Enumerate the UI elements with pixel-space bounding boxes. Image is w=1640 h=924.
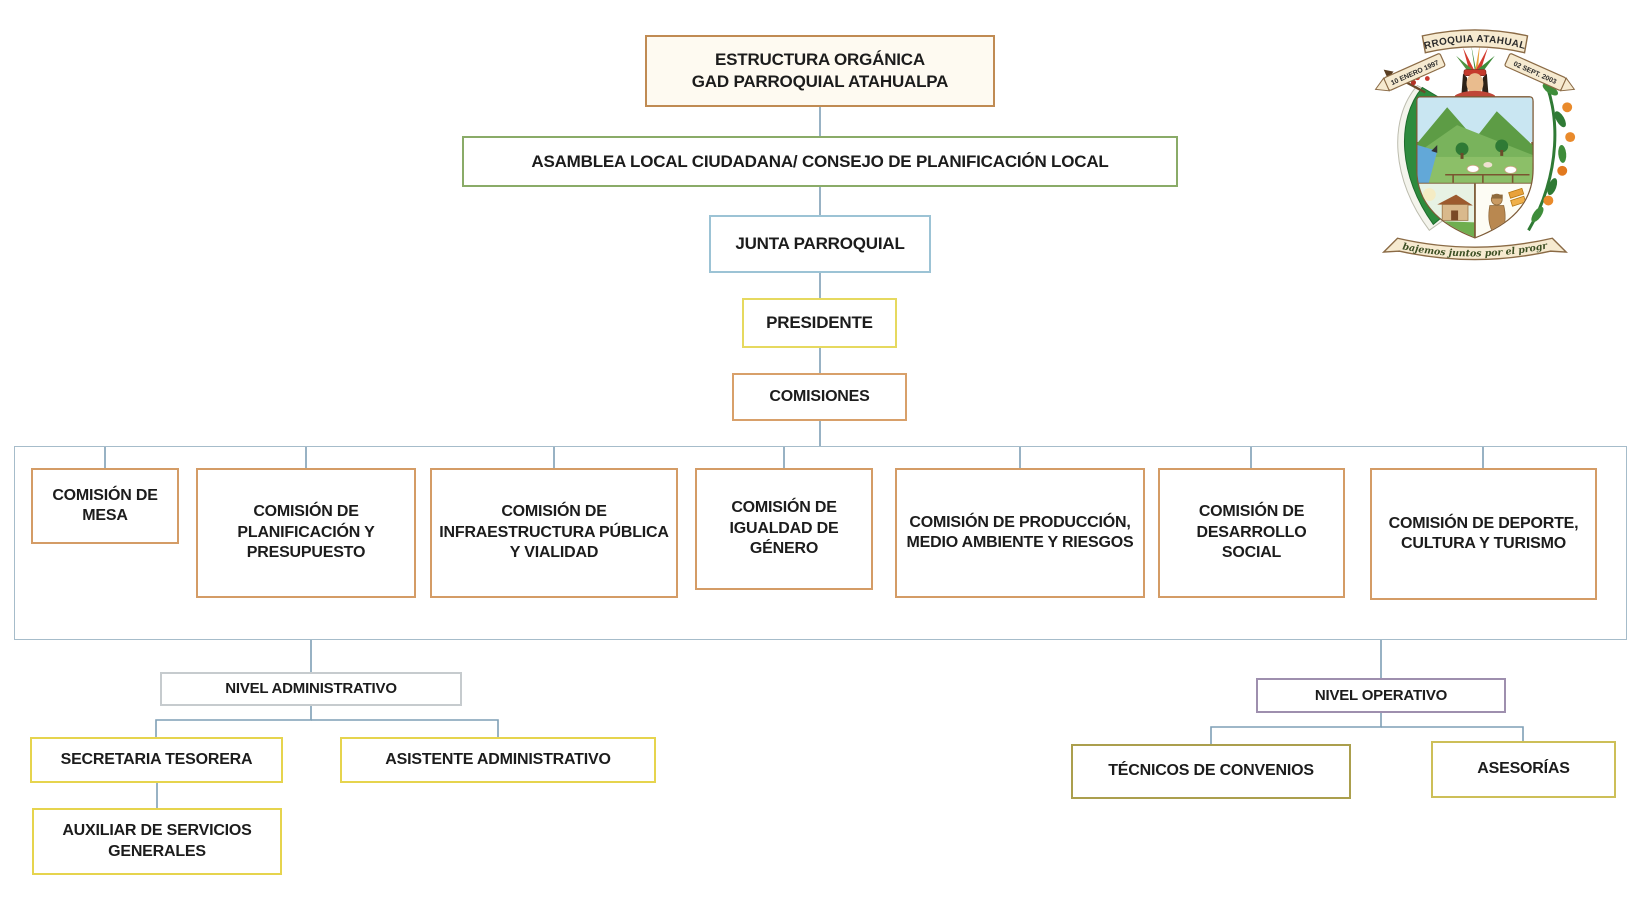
comisiones-group-frame — [14, 446, 1627, 640]
node-auxiliar-servicios: AUXILIAR DE SERVICIOS GENERALES — [32, 808, 282, 875]
node-nivel-operativo: NIVEL OPERATIVO — [1256, 678, 1506, 713]
node-comision-igualdad: COMISIÓN DE IGUALDAD DE GÉNERO — [695, 468, 873, 590]
node-label: ASESORÍAS — [1477, 760, 1570, 778]
node-comision-produccion: COMISIÓN DE PRODUCCIÓN, MEDIO AMBIENTE Y… — [895, 468, 1145, 598]
chart-title-line2: GAD PARROQUIAL ATAHUALPA — [691, 72, 949, 91]
node-comision-infraestructura: COMISIÓN DE INFRAESTRUCTURA PÚBLICA Y VI… — [430, 468, 678, 598]
node-label: SECRETARIA TESORERA — [60, 750, 253, 768]
node-comision-mesa: COMISIÓN DE MESA — [31, 468, 179, 544]
comision-label: COMISIÓN DE INFRAESTRUCTURA PÚBLICA Y VI… — [439, 503, 669, 562]
parish-emblem: PARROQUIA ATAHUALPA 10 ENERO 1997 02 SEP… — [1325, 20, 1576, 261]
emblem-shield — [1416, 96, 1534, 239]
node-asistente-administrativo: ASISTENTE ADMINISTRATIVO — [340, 737, 656, 783]
node-presidente-label: PRESIDENTE — [766, 313, 873, 333]
chart-title-box: ESTRUCTURA ORGÁNICA GAD PARROQUIAL ATAHU… — [645, 35, 995, 107]
node-comisiones-label: COMISIONES — [769, 387, 870, 405]
nivel-label: NIVEL ADMINISTRATIVO — [225, 680, 397, 698]
node-tecnicos-convenios: TÉCNICOS DE CONVENIOS — [1071, 744, 1351, 799]
comision-label: COMISIÓN DE DESARROLLO SOCIAL — [1196, 503, 1307, 562]
chart-title-line1: ESTRUCTURA ORGÁNICA — [715, 50, 925, 70]
emblem-orange-branch-icon — [1527, 70, 1576, 232]
comision-label: COMISIÓN DE DEPORTE, CULTURA Y TURISMO — [1388, 514, 1579, 552]
comision-label: COMISIÓN DE PRODUCCIÓN, MEDIO AMBIENTE Y… — [906, 513, 1134, 551]
comision-label: COMISIÓN DE IGUALDAD DE GÉNERO — [729, 499, 839, 558]
node-comision-desarrollo: COMISIÓN DE DESARROLLO SOCIAL — [1158, 468, 1345, 598]
node-asesorias: ASESORÍAS — [1431, 741, 1616, 798]
comision-label: COMISIÓN DE PLANIFICACIÓN Y PRESUPUESTO — [237, 503, 375, 562]
node-label: AUXILIAR DE SERVICIOS GENERALES — [62, 822, 252, 860]
node-asamblea-local: ASAMBLEA LOCAL CIUDADANA/ CONSEJO DE PLA… — [462, 136, 1178, 187]
node-nivel-administrativo: NIVEL ADMINISTRATIVO — [160, 672, 462, 706]
node-label: ASISTENTE ADMINISTRATIVO — [385, 750, 611, 768]
emblem-left-ribbon: 10 ENERO 1997 — [1374, 53, 1446, 92]
node-asamblea-label: ASAMBLEA LOCAL CIUDADANA/ CONSEJO DE PLA… — [531, 151, 1109, 171]
node-comision-planificacion: COMISIÓN DE PLANIFICACIÓN Y PRESUPUESTO — [196, 468, 416, 598]
node-secretaria-tesorera: SECRETARIA TESORERA — [30, 737, 283, 783]
emblem-top-banner: PARROQUIA ATAHUALPA — [1325, 20, 1529, 54]
node-comision-deporte: COMISIÓN DE DEPORTE, CULTURA Y TURISMO — [1370, 468, 1597, 600]
node-comisiones: COMISIONES — [732, 373, 907, 421]
nivel-label: NIVEL OPERATIVO — [1314, 686, 1448, 704]
comision-label: COMISIÓN DE MESA — [52, 486, 158, 524]
node-junta-label: JUNTA PARROQUIAL — [735, 234, 905, 254]
emblem-right-ribbon: 02 SEPT. 2003 — [1504, 53, 1576, 92]
node-label: TÉCNICOS DE CONVENIOS — [1108, 762, 1314, 780]
node-junta-parroquial: JUNTA PARROQUIAL — [709, 215, 931, 273]
node-presidente: PRESIDENTE — [742, 298, 897, 348]
